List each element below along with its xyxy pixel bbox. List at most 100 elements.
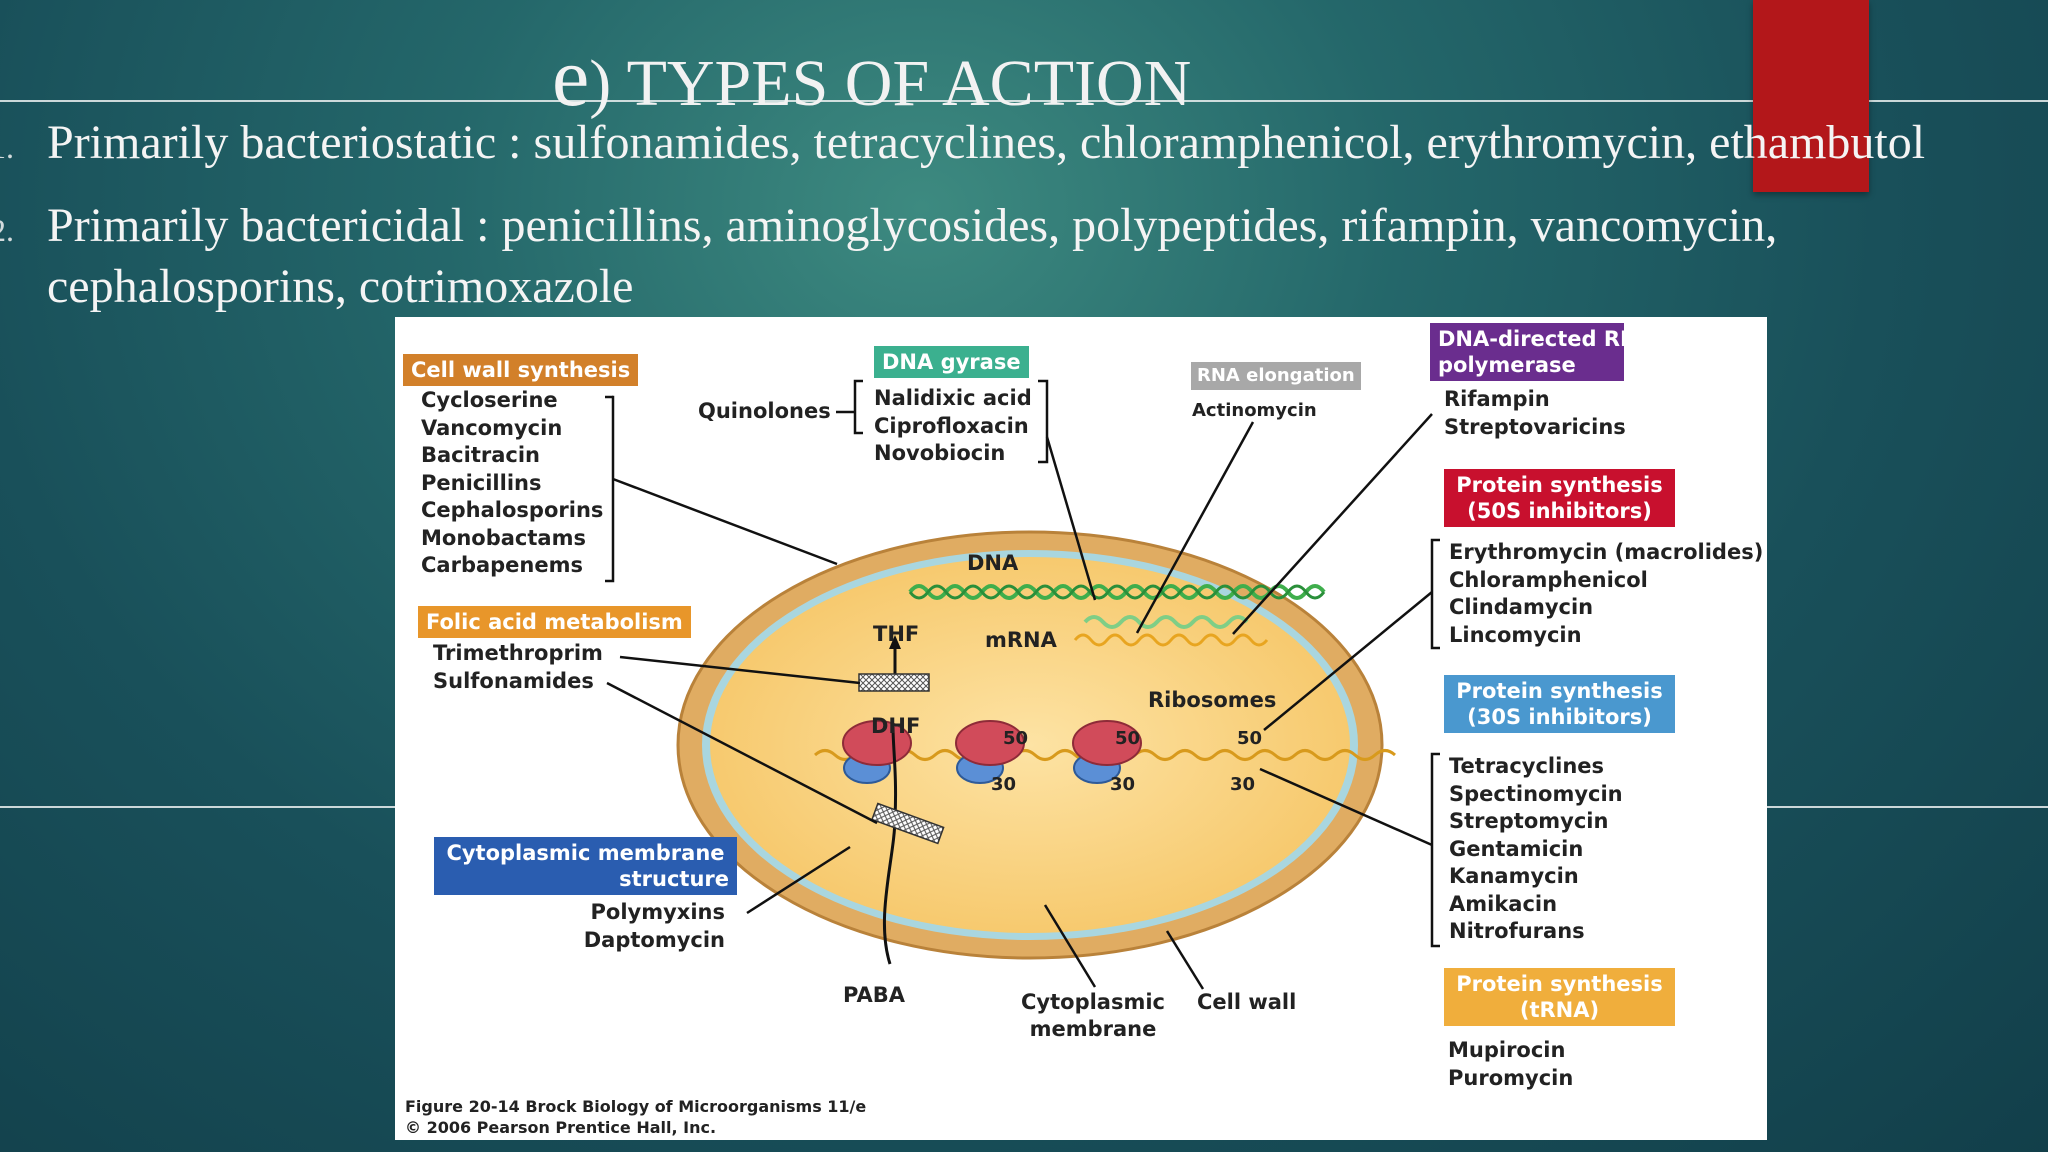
cytoplasmic-membrane-line1: Cytoplasmic (1021, 990, 1165, 1014)
folic-acid-drug-list: Trimethroprim Sulfonamides (433, 640, 603, 695)
bullet-number: 1. (0, 129, 14, 165)
protein-trna-header: Protein synthesis (tRNA) (1444, 968, 1675, 1026)
drug-item: Streptovaricins (1444, 414, 1626, 439)
drug-item: Ciprofloxacin (874, 413, 1029, 438)
dna-gyrase-header: DNA gyrase (874, 346, 1029, 378)
drug-item: Tetracyclines (1449, 754, 1605, 778)
ribosome-30s-label: 30 (1230, 774, 1256, 795)
cell-wall-synthesis-header: Cell wall synthesis (403, 354, 639, 386)
p50-leader (1263, 591, 1433, 731)
drug-item: Kanamycin (1449, 864, 1579, 888)
mrna-label: mRNA (985, 628, 1057, 652)
ribosome-2 (955, 720, 1025, 784)
drug-item: Mupirocin (1448, 1038, 1566, 1062)
cell-wall-label-leader (1165, 930, 1205, 990)
cell-wall-leader (612, 477, 838, 566)
protein-30s-header-line1: Protein synthesis (1456, 679, 1663, 703)
p50-bracket (1430, 538, 1440, 650)
drug-item: Polymyxins (590, 900, 725, 924)
ribosome-30s-label: 30 (1110, 774, 1136, 795)
drug-item: Erythromycin (macrolides) (1449, 540, 1764, 564)
p30-leader (1259, 767, 1433, 847)
rna-polymerase-drug-list: Rifampin Streptovaricins (1444, 386, 1626, 441)
cell-wall-bracket (605, 395, 615, 583)
protein-30s-header: Protein synthesis (30S inhibitors) (1444, 675, 1675, 733)
membrane-leader (746, 845, 851, 915)
cell-wall-drug-list: Cycloserine Vancomycin Bacitracin Penici… (421, 387, 603, 580)
drug-item: Puromycin (1448, 1065, 1574, 1090)
enzyme-block-dhf (871, 802, 945, 845)
quinolone-bracket-right (1038, 379, 1049, 464)
leader-lines (605, 379, 1440, 990)
bullet-number: 2. (0, 212, 14, 248)
cytoplasmic-membrane-line2: membrane (1029, 1017, 1157, 1041)
cyto-membrane-leader (1043, 904, 1097, 988)
ribosome-50s-label: 50 (1003, 728, 1029, 749)
bullet-1: 1. Primarily bacteriostatic : sulfonamide… (0, 113, 1925, 177)
ribosome-30s-label: 30 (991, 774, 1017, 795)
figure-credit: Figure 20-14 Brock Biology of Microorgan… (405, 1096, 866, 1138)
dna-gyrase-leader (1045, 436, 1097, 601)
drug-item: Daptomycin (583, 927, 725, 952)
protein-30s-drug-list: Tetracyclines Spectinomycin Streptomycin… (1449, 753, 1623, 946)
thf-label: THF (873, 622, 920, 646)
rna-polymerase-header: DNA-directed RNA polymerase (1430, 323, 1654, 381)
accent-bar (1753, 0, 1869, 192)
membrane-header-line1: Cytoplasmic membrane (446, 841, 725, 865)
folic-acid-header: Folic acid metabolism (418, 606, 691, 638)
membrane-header: Cytoplasmic membrane structure (434, 837, 737, 895)
drug-item: Vancomycin (421, 415, 563, 440)
bullet-2: 2.Primarily bactericidal : penicillins, … (0, 196, 1777, 260)
title-text: ) TYPES OF ACTION (589, 47, 1192, 120)
rifampin-leader (1232, 413, 1433, 635)
drug-item: Nitrofurans (1449, 919, 1585, 943)
cytoplasm (710, 557, 1350, 933)
rna-elongation-header: RNA elongation (1191, 362, 1361, 390)
enzyme-block-thf (858, 673, 930, 692)
thf-arrowhead (889, 635, 901, 649)
actinomycin-leader (1135, 421, 1255, 634)
title-prefix: e (552, 31, 590, 124)
drug-item: Carbapenems (421, 553, 583, 577)
p30-bracket (1430, 752, 1440, 948)
drug-item: Cycloserine (421, 388, 558, 412)
cell-diagram (605, 379, 1440, 990)
drug-item: Nalidixic acid (874, 386, 1032, 410)
drug-item: Bacitracin (421, 443, 540, 467)
cytoplasmic-membrane-label: Cytoplasmic membrane (1021, 989, 1165, 1043)
protein-50s-header-line2: (50S inhibitors) (1467, 499, 1652, 523)
dna-strand-unwound (1083, 615, 1249, 629)
ribosome-50s-label: 50 (1115, 728, 1141, 749)
drug-item: Novobiocin (874, 441, 1006, 465)
top-divider-line (0, 100, 2048, 102)
quinolones-label: Quinolones (698, 399, 831, 423)
dna-label: DNA (967, 551, 1019, 575)
bullet-text: Primarily bacteriostatic : sulfonamides,… (47, 116, 1926, 169)
cell-wall-label: Cell wall (1197, 990, 1297, 1014)
drug-item: Clindamycin (1449, 595, 1594, 619)
slide-title: e) TYPES OF ACTION (552, 36, 1192, 120)
protein-50s-header: Protein synthesis (50S inhibitors) (1444, 469, 1675, 527)
rna-polymerase-header-line2: polymerase (1438, 353, 1576, 377)
quinolone-bracket-left (853, 379, 863, 435)
dhf-label: DHF (871, 714, 921, 738)
protein-trna-header-line1: Protein synthesis (1456, 972, 1663, 996)
paba-label: PABA (843, 983, 905, 1007)
drug-item: Chloramphenicol (1449, 567, 1648, 592)
membrane-header-line2: structure (619, 867, 729, 891)
drug-item: Spectinomycin (1449, 781, 1623, 806)
bullet-2-continuation: cephalosporins, cotrimoxazole (47, 260, 634, 313)
drug-item: Sulfonamides (433, 668, 594, 693)
sulfonamide-leader (606, 681, 878, 825)
ribosome-50s-label: 50 (1237, 728, 1263, 749)
credit-line-2: © 2006 Pearson Prentice Hall, Inc. (405, 1118, 717, 1137)
drug-item: Amikacin (1449, 891, 1558, 916)
rna-polymerase-header-line1: DNA-directed RNA (1438, 327, 1654, 351)
drug-item: Penicillins (421, 470, 542, 495)
drug-item: Gentamicin (1449, 836, 1584, 861)
drug-item: Streptomycin (1449, 809, 1609, 833)
drug-item: Cephalosporins (421, 498, 604, 522)
dna-gyrase-drug-list: Nalidixic acid Ciprofloxacin Novobiocin (874, 385, 1032, 468)
protein-50s-header-line1: Protein synthesis (1456, 473, 1663, 497)
trimethoprim-leader (619, 655, 861, 685)
